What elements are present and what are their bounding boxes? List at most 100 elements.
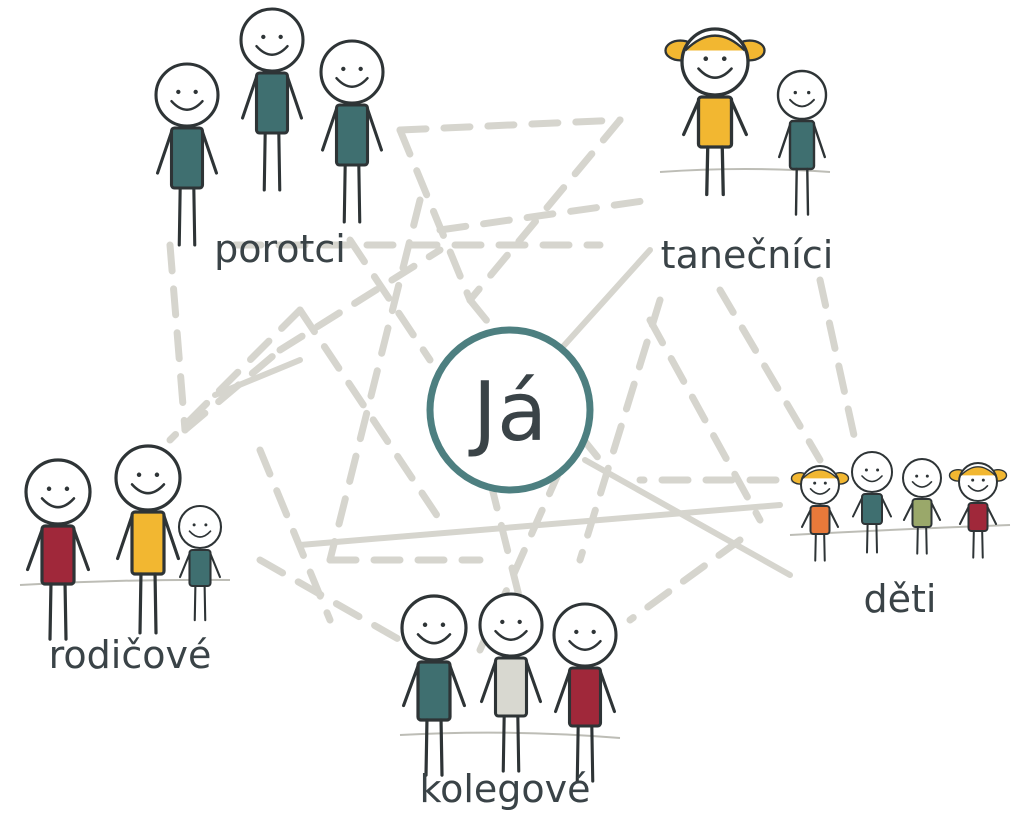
smile: [697, 67, 733, 79]
shirt: [254, 71, 290, 135]
left-leg: [972, 530, 975, 559]
center-circle: [426, 326, 594, 494]
head: [114, 444, 182, 512]
right-eye: [517, 619, 522, 625]
label-deti: děti: [864, 577, 937, 621]
dashed-connection-line: [716, 286, 824, 464]
left-eye: [261, 34, 266, 40]
ground-line: [659, 168, 831, 173]
dashed-connection-line: [476, 466, 564, 654]
left-eye: [703, 56, 709, 62]
smile: [335, 76, 369, 88]
right-eye: [591, 629, 596, 635]
solid-connection-line: [297, 502, 783, 548]
right-arm: [524, 660, 543, 704]
shirt: [169, 126, 205, 190]
left-eye: [574, 629, 579, 635]
right-leg: [439, 718, 444, 777]
left-leg: [262, 131, 267, 192]
left-arm: [958, 506, 970, 525]
head: [319, 39, 385, 105]
right-eye: [981, 478, 985, 482]
right-arm: [162, 514, 180, 561]
left-leg: [575, 724, 580, 783]
solid-connection-line: [582, 457, 793, 578]
left-arm: [682, 99, 701, 137]
left-arm: [778, 123, 792, 159]
right-eye: [358, 66, 363, 72]
smile: [40, 497, 76, 509]
stick-figure-kolegove: [400, 594, 468, 777]
solid-connection-line: [557, 247, 653, 353]
stick-figure-porotci: [239, 7, 305, 192]
shirt: [493, 656, 529, 718]
left-eye: [793, 90, 797, 95]
label-kolegove: kolegové: [419, 767, 590, 811]
left-leg: [705, 145, 710, 197]
smile: [568, 639, 602, 651]
dashed-connection-line: [816, 276, 859, 444]
shirt: [967, 502, 989, 532]
left-eye: [176, 89, 181, 95]
smile: [789, 98, 815, 108]
dashed-connection-line: [166, 241, 189, 434]
dashed-connection-line: [396, 126, 474, 304]
right-eye: [204, 523, 208, 527]
right-arm: [729, 99, 748, 137]
stick-figure-porotci: [319, 39, 385, 224]
left-leg: [501, 714, 506, 773]
right-leg: [720, 145, 725, 197]
shirt: [130, 510, 166, 576]
left-arm: [800, 509, 812, 528]
shirt: [334, 103, 370, 167]
stick-figure-tanecnici: [776, 69, 828, 216]
right-arm: [200, 130, 218, 175]
hair: [802, 469, 838, 479]
right-leg: [357, 163, 362, 224]
right-leg: [277, 131, 282, 192]
smile: [170, 99, 204, 111]
left-arm: [179, 552, 191, 579]
left-leg: [814, 533, 817, 562]
head: [478, 592, 544, 658]
smile: [967, 485, 989, 492]
dashed-connection-line: [346, 236, 434, 364]
right-leg: [981, 530, 984, 559]
right-eye: [154, 472, 160, 478]
dashed-connection-line: [396, 116, 624, 134]
left-eye: [46, 486, 52, 492]
stick-figure-deti: [851, 451, 893, 554]
left-eye: [864, 468, 868, 472]
smile: [494, 629, 528, 641]
label-porotci: porotci: [214, 227, 346, 271]
stick-figure-deti: [902, 458, 942, 555]
right-leg: [203, 584, 207, 622]
left-arm: [479, 660, 498, 704]
shirt: [696, 95, 734, 149]
dashed-connection-line: [166, 306, 304, 444]
shirt: [911, 498, 933, 528]
right-eye: [925, 474, 929, 478]
solid-connection-line: [212, 357, 303, 398]
left-eye: [136, 472, 142, 478]
right-leg: [806, 167, 810, 216]
connection-lines: [19, 116, 1011, 739]
left-arm: [902, 502, 914, 521]
right-arm: [812, 123, 826, 159]
head: [400, 594, 468, 662]
left-leg: [193, 584, 197, 622]
right-leg: [925, 526, 928, 555]
dashed-connection-line: [276, 246, 444, 354]
dashed-connection-line: [296, 306, 444, 524]
right-arm: [881, 497, 892, 518]
right-leg: [823, 533, 826, 562]
right-eye: [721, 56, 727, 62]
stick-figure-tanecnici: [664, 27, 766, 197]
dashed-connection-line: [646, 316, 764, 524]
shirt: [809, 505, 831, 535]
shirt: [188, 548, 212, 588]
right-leg: [516, 714, 521, 773]
right-leg: [153, 572, 158, 635]
center-node: Já: [426, 326, 594, 494]
dashed-connection-line: [576, 296, 664, 564]
